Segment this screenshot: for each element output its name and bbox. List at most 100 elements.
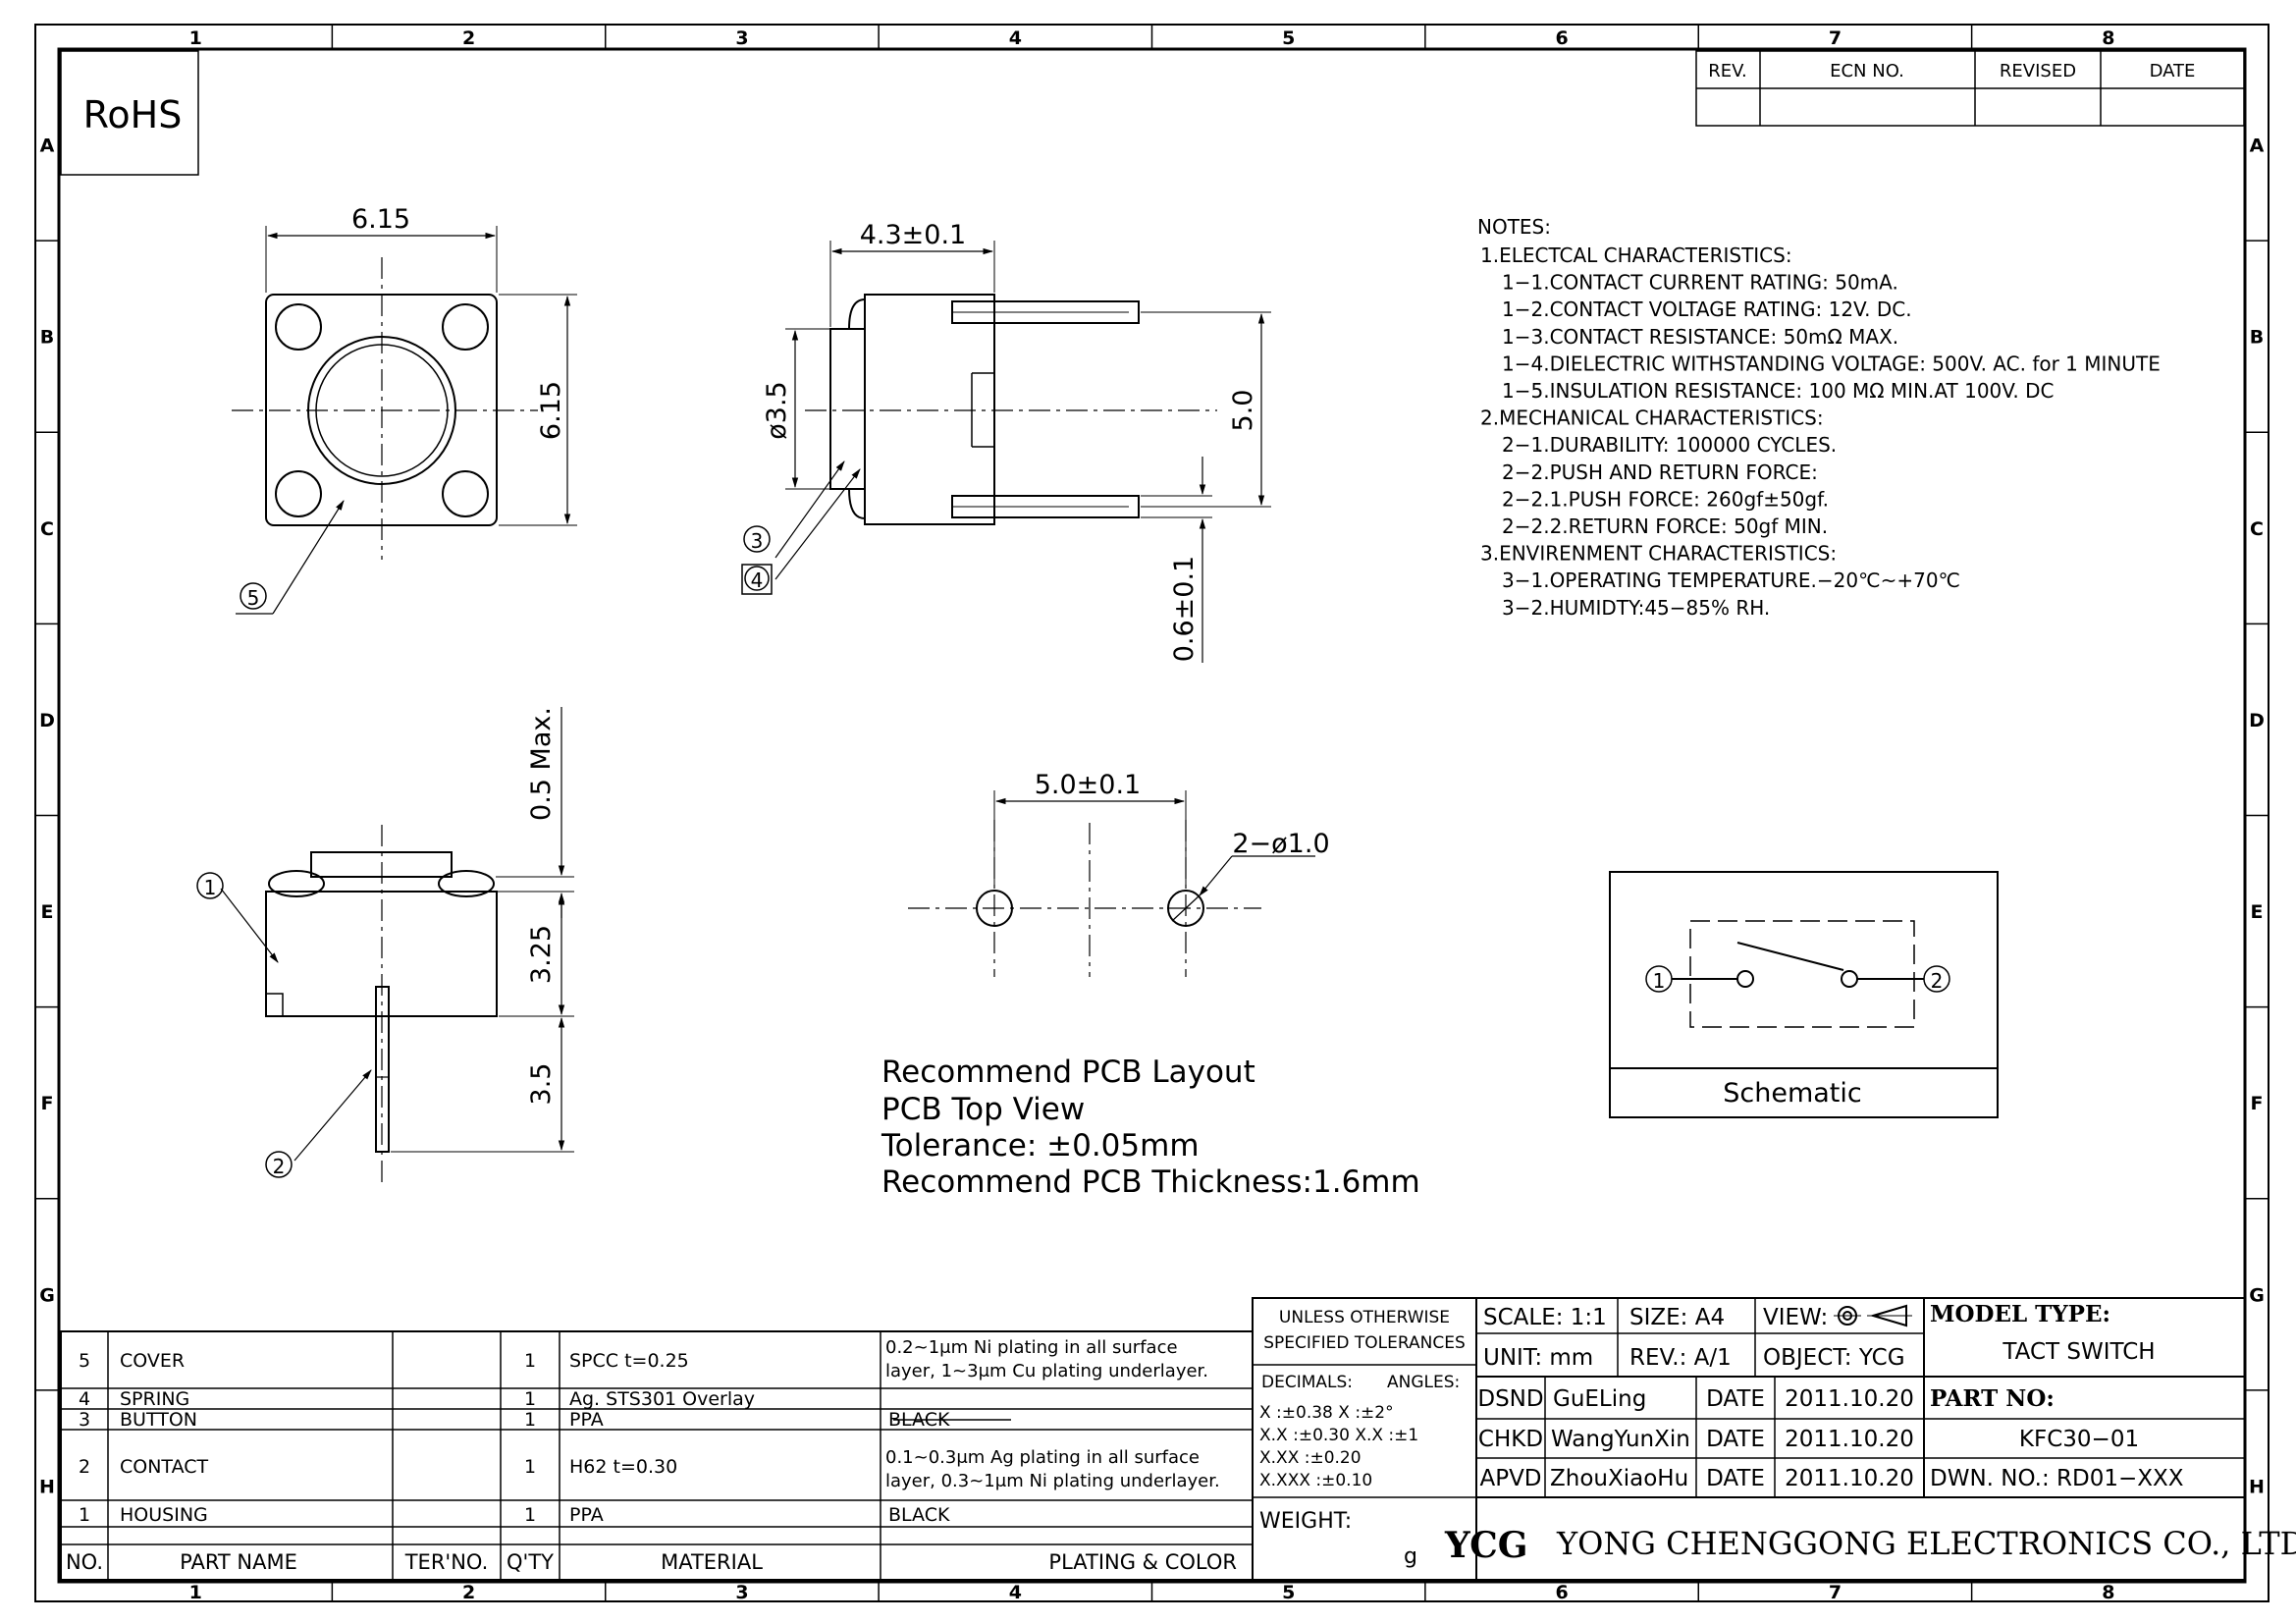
svg-text:PPA: PPA <box>569 1504 604 1526</box>
svg-text:PCB Top View: PCB Top View <box>881 1092 1085 1127</box>
svg-text:APVD: APVD <box>1479 1466 1541 1491</box>
svg-text:UNIT: mm: UNIT: mm <box>1483 1345 1593 1371</box>
svg-text:X.XXX :±0.10: X.XXX :±0.10 <box>1259 1471 1372 1490</box>
zone-row-label: E <box>2251 901 2264 923</box>
svg-text:COVER: COVER <box>120 1350 185 1372</box>
ecn-header: ECN NO. <box>1830 61 1904 81</box>
svg-text:DWN. NO.: RD01−XXX: DWN. NO.: RD01−XXX <box>1930 1466 2184 1491</box>
zone-col-label: 8 <box>2102 27 2114 49</box>
svg-text:0.1~0.3μm Ag plating in all su: 0.1~0.3μm Ag plating in all surface <box>885 1447 1200 1468</box>
front-view <box>220 707 574 1188</box>
zone-row-label: F <box>2251 1093 2264 1114</box>
svg-text:DATE: DATE <box>1706 1386 1765 1412</box>
zone-col-label: 1 <box>189 27 202 49</box>
zone-col-label: 7 <box>1829 27 1842 49</box>
svg-text:3: 3 <box>751 529 764 553</box>
svg-text:X.XX :±0.20: X.XX :±0.20 <box>1259 1448 1362 1468</box>
svg-text:Tolerance: ±0.05mm: Tolerance: ±0.05mm <box>881 1128 1200 1164</box>
svg-text:BUTTON: BUTTON <box>120 1409 197 1431</box>
svg-text:CONTACT: CONTACT <box>120 1456 208 1478</box>
svg-text:WangYunXin: WangYunXin <box>1551 1427 1690 1452</box>
svg-text:MODEL TYPE:: MODEL TYPE: <box>1930 1301 2110 1327</box>
side-view-diameter-dim: ø3.5 <box>762 381 792 439</box>
side-view-width-dim: 4.3±0.1 <box>860 220 967 250</box>
svg-text:2011.10.20: 2011.10.20 <box>1785 1386 1914 1412</box>
svg-text:H62 t=0.30: H62 t=0.30 <box>569 1456 677 1478</box>
top-view-width-dim: 6.15 <box>351 204 410 235</box>
svg-text:PART NAME: PART NAME <box>180 1550 297 1574</box>
company-logo: YCG <box>1444 1525 1527 1566</box>
rev-header: REV. <box>1708 61 1747 81</box>
zone-row-label: D <box>39 710 55 731</box>
pcb-layout <box>908 790 1315 977</box>
svg-text:DATE: DATE <box>1706 1427 1765 1452</box>
svg-text:4: 4 <box>79 1388 90 1410</box>
revised-header: REVISED <box>2000 61 2076 81</box>
svg-text:SCALE: 1:1: SCALE: 1:1 <box>1483 1305 1607 1330</box>
svg-text:5: 5 <box>79 1350 90 1372</box>
zone-row-label: B <box>40 327 54 349</box>
zone-col-label: 8 <box>2102 1582 2114 1603</box>
zone-row-label: G <box>2249 1284 2265 1306</box>
svg-text:layer, 0.3~1μm Ni plating unde: layer, 0.3~1μm Ni plating underlayer. <box>885 1471 1220 1491</box>
svg-text:BLACK: BLACK <box>888 1504 950 1526</box>
svg-text:GuELing: GuELing <box>1553 1386 1646 1412</box>
date-header: DATE <box>2150 61 2196 81</box>
svg-text:2011.10.20: 2011.10.20 <box>1785 1466 1914 1491</box>
svg-text:2: 2 <box>79 1456 90 1478</box>
svg-text:REV.: A/1: REV.: A/1 <box>1629 1345 1732 1371</box>
bom-row-4: 4 SPRING 1 Ag. STS301 Overlay <box>79 1388 755 1410</box>
svg-text:1: 1 <box>524 1504 536 1526</box>
svg-text:1: 1 <box>79 1504 90 1526</box>
svg-text:Recommend PCB Layout: Recommend PCB Layout <box>881 1055 1255 1090</box>
svg-text:X.X :±0.30 X.X :±1: X.X :±0.30 X.X :±1 <box>1259 1426 1418 1445</box>
tolerance-text: UNLESS OTHERWISE SPECIFIED TOLERANCES DE… <box>1259 1308 1466 1569</box>
schematic-label: Schematic <box>1723 1078 1862 1109</box>
zone-col-label: 4 <box>1009 1582 1022 1603</box>
svg-text:Ag. STS301 Overlay: Ag. STS301 Overlay <box>569 1388 755 1410</box>
zone-row-label: B <box>2250 327 2264 349</box>
zone-col-label: 3 <box>735 27 748 49</box>
svg-text:DSND: DSND <box>1477 1386 1543 1412</box>
note-line: 2.MECHANICAL CHARACTERISTICS: <box>1480 406 1824 430</box>
svg-text:PPA: PPA <box>569 1409 604 1431</box>
svg-text:3: 3 <box>79 1409 90 1431</box>
title-block <box>1475 1297 2246 1581</box>
note-line: 1.ELECTCAL CHARACTERISTICS: <box>1480 244 1792 267</box>
note-line: 1−1.CONTACT CURRENT RATING: 50mA. <box>1502 271 1898 295</box>
top-view-height-dim: 6.15 <box>536 381 566 440</box>
zone-col-label: 5 <box>1282 27 1295 49</box>
svg-text:1: 1 <box>524 1388 536 1410</box>
note-line: 3−2.HUMIDTY:45−85% RH. <box>1502 596 1770 620</box>
front-view-body-dim: 3.25 <box>526 925 557 984</box>
note-line: 3.ENVIRENMENT CHARACTERISTICS: <box>1480 542 1837 566</box>
svg-text:UNLESS OTHERWISE: UNLESS OTHERWISE <box>1279 1308 1450 1327</box>
svg-text:SPRING: SPRING <box>120 1388 189 1410</box>
svg-text:layer, 1~3μm Cu plating underl: layer, 1~3μm Cu plating underlayer. <box>885 1361 1208 1381</box>
svg-text:KFC30−01: KFC30−01 <box>2019 1427 2139 1452</box>
top-view <box>232 226 577 615</box>
title-block-text: SCALE: 1:1 SIZE: A4 VIEW: UNIT: mm REV.:… <box>1477 1301 2183 1491</box>
bom-row-5: 5 COVER 1 SPCC t=0.25 0.2~1μm Ni plating… <box>79 1337 1208 1381</box>
callout-4: 4 <box>741 564 773 595</box>
svg-text:SPECIFIED TOLERANCES: SPECIFIED TOLERANCES <box>1263 1333 1466 1353</box>
note-line: 2−2.PUSH AND RETURN FORCE: <box>1502 460 1818 484</box>
note-line: 1−5.INSULATION RESISTANCE: 100 MΩ MIN.AT… <box>1502 379 2054 403</box>
zone-row-label: D <box>2249 710 2265 731</box>
zone-row-label: G <box>39 1284 55 1306</box>
note-line: 2−2.2.RETURN FORCE: 50gf MIN. <box>1502 514 1828 538</box>
pcb-notes: Recommend PCB Layout PCB Top View Tolera… <box>881 1055 1420 1200</box>
svg-text:TACT SWITCH: TACT SWITCH <box>2002 1339 2155 1365</box>
callout-1: 1 <box>196 872 224 899</box>
svg-text:CHKD: CHKD <box>1478 1427 1543 1452</box>
svg-text:1: 1 <box>524 1409 536 1431</box>
svg-text:VIEW:: VIEW: <box>1763 1305 1828 1330</box>
zone-col-label: 6 <box>1555 27 1568 49</box>
zone-row-label: F <box>41 1093 54 1114</box>
callout-2: 2 <box>265 1151 293 1178</box>
svg-text:Q'TY: Q'TY <box>507 1550 554 1574</box>
zone-row-label: A <box>40 135 55 157</box>
front-view-pin-dim: 3.5 <box>526 1063 557 1106</box>
svg-text:0.2~1μm Ni plating in all surf: 0.2~1μm Ni plating in all surface <box>885 1337 1178 1358</box>
zone-col-label: 1 <box>189 1582 202 1603</box>
